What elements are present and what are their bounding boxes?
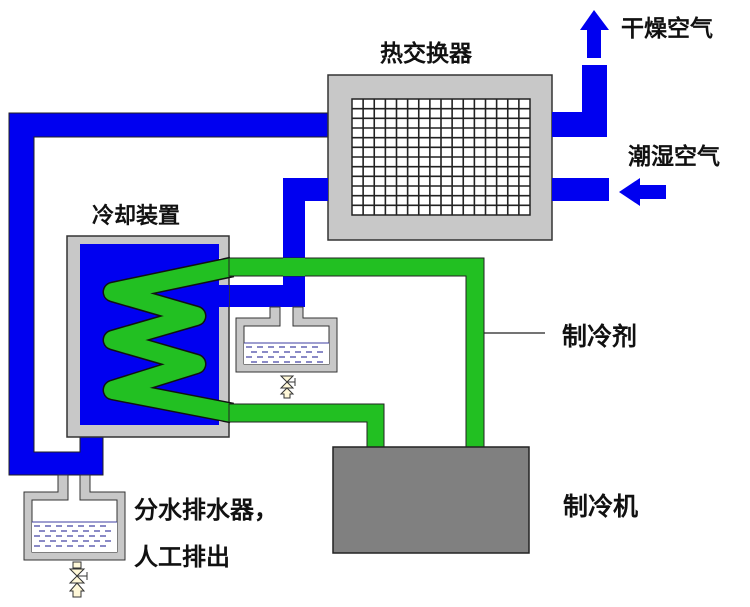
arrow-up-icon: [580, 10, 609, 58]
valve-icon: [279, 375, 296, 399]
separator-label-line2: 人工排出: [134, 543, 230, 571]
heat-exchanger: [327, 74, 553, 241]
arrow-left-icon: [619, 178, 666, 206]
humid-air-inlet-pipe: [552, 178, 609, 201]
middle-drain-tank: [235, 306, 338, 373]
heat-exchanger-label: 热交换器: [380, 41, 472, 67]
refrigerator-unit: [332, 446, 530, 554]
humid-air-label: 潮湿空气: [628, 144, 720, 170]
refrigerant-label: 制冷剂: [562, 322, 638, 351]
refrigerator-label: 制冷机: [563, 492, 639, 521]
cooling-device-label: 冷却装置: [92, 204, 181, 229]
valve-icon: [68, 561, 88, 598]
heat-exchanger-grid: [352, 99, 530, 215]
dry-air-label: 干燥空气: [621, 16, 713, 42]
cooling-device: [66, 235, 235, 438]
separator-label-line1: 分水排水器，: [134, 496, 278, 524]
air-supply-duct: [219, 178, 328, 307]
bottom-drain-tank: [23, 474, 126, 561]
dry-air-outlet-pipe: [552, 65, 607, 137]
